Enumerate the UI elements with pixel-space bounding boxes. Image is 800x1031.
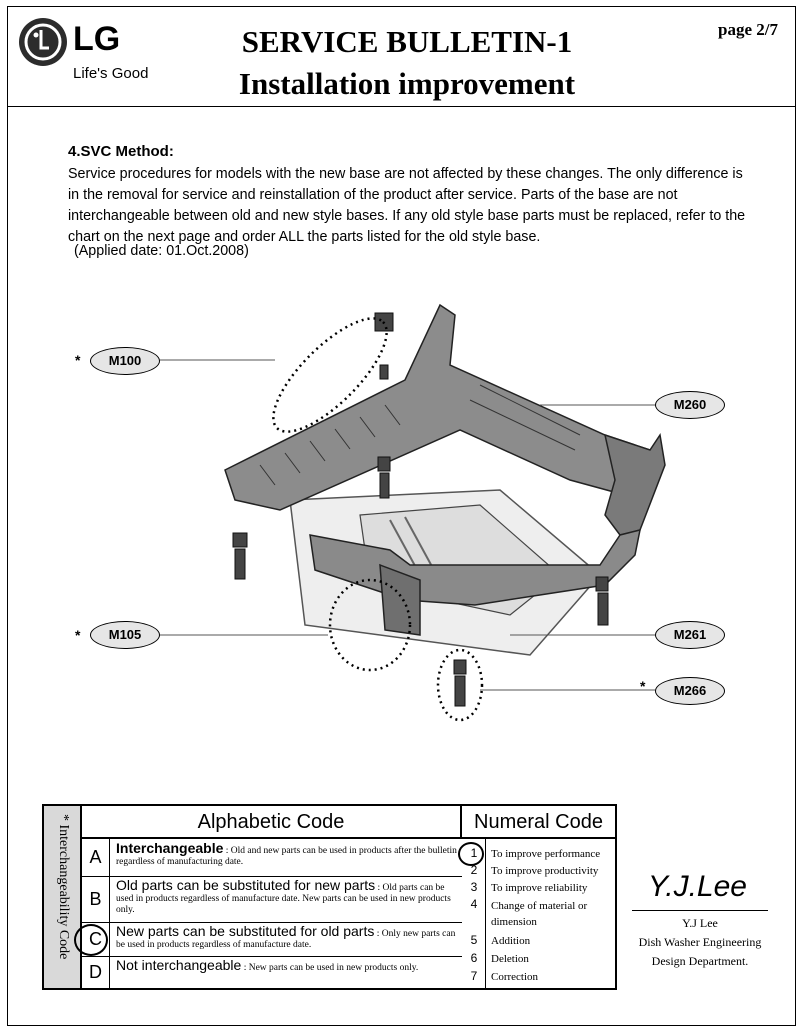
alphabetic-code-header: Alphabetic Code [82, 806, 462, 839]
callout-m260: M260 [655, 391, 725, 419]
numeral-text-6: Deletion [491, 953, 529, 965]
callout-m100: M100 [90, 347, 160, 375]
numeral-text-2: To improve productivity [491, 865, 599, 877]
numeral-number-column [462, 839, 486, 988]
numeral-6: 6 [470, 951, 478, 965]
star-marker: * [75, 627, 81, 643]
numeral-text-1: To improve performance [491, 848, 601, 860]
signature-dept-line2: Design Department. [651, 954, 749, 968]
numeral-4: 4 [470, 897, 478, 911]
code-text-b: : Old parts can be used in products rega… [116, 883, 451, 915]
page-number: page 2/7 [718, 20, 778, 39]
bulletin-subtitle: Installation improvement [238, 66, 576, 101]
code-desc-a: Interchangeable : Old and new parts can … [116, 840, 461, 868]
lg-face-icon [19, 18, 67, 66]
section-paragraph: Service procedures for models with the n… [68, 166, 746, 245]
code-desc-d: Not interchangeable : New parts can be u… [116, 957, 461, 974]
signature-script: Y.J.Lee [648, 870, 747, 903]
circled-code-1-mark [458, 842, 484, 866]
bulletin-title: SERVICE BULLETIN-1 [241, 24, 573, 59]
numeral-text-5: Addition [491, 935, 531, 947]
side-label-column: * Interchangeability Code [44, 806, 82, 988]
interchangeability-code-table: * Interchangeability Code Alphabetic Cod… [42, 804, 617, 990]
code-text-c: : Only new parts can be used in products… [116, 929, 456, 950]
code-title-d: Not interchangeable [116, 957, 242, 973]
signature-dept-line1: Dish Washer Engineering [638, 935, 762, 949]
code-text-d: : New parts can be used in new products … [241, 963, 419, 973]
row-divider [82, 922, 462, 923]
star-marker: * [75, 352, 81, 368]
numeral-code-header: Numeral Code [462, 806, 615, 839]
code-desc-b: Old parts can be substituted for new par… [116, 877, 461, 916]
row-divider [82, 956, 462, 957]
callout-m261: M261 [655, 621, 725, 649]
header: LG Life's Good SERVICE BULLETIN-1 Instal… [7, 6, 796, 107]
code-title-b: Old parts can be substituted for new par… [116, 877, 376, 893]
numeral-3: 3 [470, 880, 478, 894]
applied-date: (Applied date: 01.Oct.2008) [74, 243, 249, 259]
callout-m266: M266 [655, 677, 725, 705]
signature-block: Y.J Lee Dish Washer Engineering Design D… [620, 914, 780, 971]
code-text-a: : Old and new parts can be used in produ… [116, 846, 457, 867]
section-heading: 4.SVC Method: [68, 143, 174, 160]
logo-wordmark: LG [73, 20, 121, 58]
row-divider [82, 876, 462, 877]
signature-line [632, 910, 768, 911]
base-assembly-drawing [160, 303, 666, 722]
signature-name: Y.J Lee [682, 916, 718, 930]
code-desc-c: New parts can be substituted for old par… [116, 923, 461, 951]
numeral-text-7: Correction [491, 971, 539, 983]
code-letter-b: B [82, 877, 110, 922]
code-letter-a: A [82, 839, 110, 876]
numeral-text-4: Change of material or dimension [491, 900, 588, 928]
numeral-5: 5 [470, 933, 478, 947]
numeral-2: 2 [470, 863, 478, 877]
side-label: * Interchangeability Code [56, 814, 71, 960]
numeral-7: 7 [470, 969, 478, 983]
logo-tagline: Life's Good [73, 65, 149, 82]
circled-code-c-mark [74, 924, 108, 956]
page-frame [7, 6, 796, 1026]
star-marker: * [640, 678, 646, 694]
code-letter-d: D [82, 957, 110, 988]
code-title-c: New parts can be substituted for old par… [116, 923, 375, 939]
callout-m105: M105 [90, 621, 160, 649]
base-assembly-diagram: * M100 M260 * M105 M261 * M266 [60, 285, 760, 735]
lg-logo: LG Life's Good [17, 16, 187, 96]
numeral-text-3: To improve reliability [491, 882, 588, 894]
code-title-a: Interchangeable [116, 840, 224, 856]
